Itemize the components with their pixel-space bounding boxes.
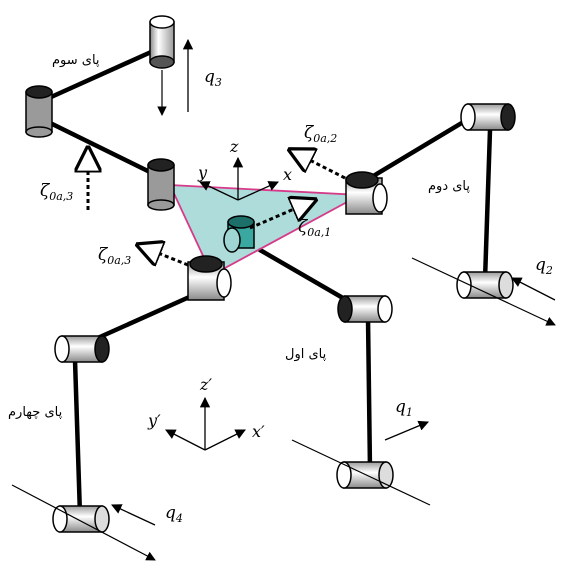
leg4-axis — [11, 484, 156, 561]
zeta-center-subscript: 0a,1 — [307, 226, 331, 239]
q-arrows — [111, 38, 556, 526]
prismatic-axes — [11, 70, 556, 561]
joint-leg3-left — [25, 85, 53, 138]
zeta-front-label: ζ0a,3 — [98, 245, 131, 267]
moving-x-label: x — [283, 165, 292, 184]
q4-arrow — [111, 504, 156, 526]
zeta-leg2-label: ζ0a,2 — [304, 123, 337, 145]
joint-leg3-top — [149, 15, 175, 69]
q2-label: q2 — [535, 255, 553, 277]
q2-arrow — [511, 277, 556, 301]
q1-label: q1 — [395, 397, 413, 419]
joint-leg4-lower — [52, 505, 110, 533]
leg4-label: پای چهارم — [8, 405, 63, 420]
joint-platform-front — [187, 255, 232, 301]
moving-x-axis — [237, 181, 279, 201]
zeta-leg3-label: ζ0a,3 — [40, 181, 73, 203]
leg1-lower-member — [365, 315, 373, 473]
moving-frame — [199, 156, 279, 201]
leg2-lower-member — [482, 127, 493, 283]
zeta-front-subscript: 0a,3 — [107, 254, 131, 267]
q1-subscript: 1 — [406, 406, 413, 419]
fixed-x-axis — [204, 429, 246, 451]
joint-leg2-upper — [460, 103, 516, 131]
q3-label: q3 — [204, 67, 222, 89]
zeta-center-arrow — [249, 200, 315, 230]
joint-platform-center — [223, 215, 255, 253]
leg2-label: پای دوم — [428, 179, 470, 194]
q4-label: q4 — [165, 503, 183, 525]
q4-subscript: 4 — [175, 512, 183, 525]
fixed-y-label: y′ — [147, 411, 161, 430]
joint-leg1-upper — [337, 295, 393, 323]
zeta-leg3-subscript: 0a,3 — [49, 190, 73, 203]
joint-platform-right — [345, 171, 388, 215]
fixed-x-label: x′ — [252, 422, 265, 441]
leg1-axis — [291, 439, 431, 506]
leg2-upper-member — [367, 115, 473, 181]
leg3-upper-member — [37, 45, 163, 105]
leg3-lower-member — [37, 115, 161, 179]
fixed-y-axis — [165, 429, 206, 451]
joint-leg4-upper — [54, 335, 110, 363]
q3-subscript: 3 — [215, 76, 222, 89]
q2-subscript: 2 — [545, 264, 553, 277]
fixed-z-label: z′ — [199, 375, 212, 394]
zeta-leg2-subscript: 0a,2 — [313, 132, 337, 145]
joint-leg2-lower — [456, 271, 514, 299]
joint-platform-left — [147, 158, 175, 211]
leg1-label: پای اول — [285, 347, 327, 362]
leg-members — [37, 45, 493, 518]
moving-y-label: y — [197, 163, 208, 182]
fixed-frame — [165, 396, 246, 451]
zeta-leg2-arrow — [290, 150, 346, 180]
leg4-lower-member — [72, 357, 83, 518]
zeta-front-arrow — [138, 245, 189, 265]
q1-arrow — [384, 420, 429, 441]
leg1-upper-member — [257, 247, 358, 308]
zeta-center-label: ζ0a,1 — [298, 217, 331, 239]
moving-y-axis — [199, 181, 239, 201]
moving-z-label: z — [229, 137, 239, 156]
leg3-label: پای سوم — [52, 53, 100, 68]
leg2-axis — [411, 257, 556, 326]
zeta-arrows — [88, 148, 346, 265]
